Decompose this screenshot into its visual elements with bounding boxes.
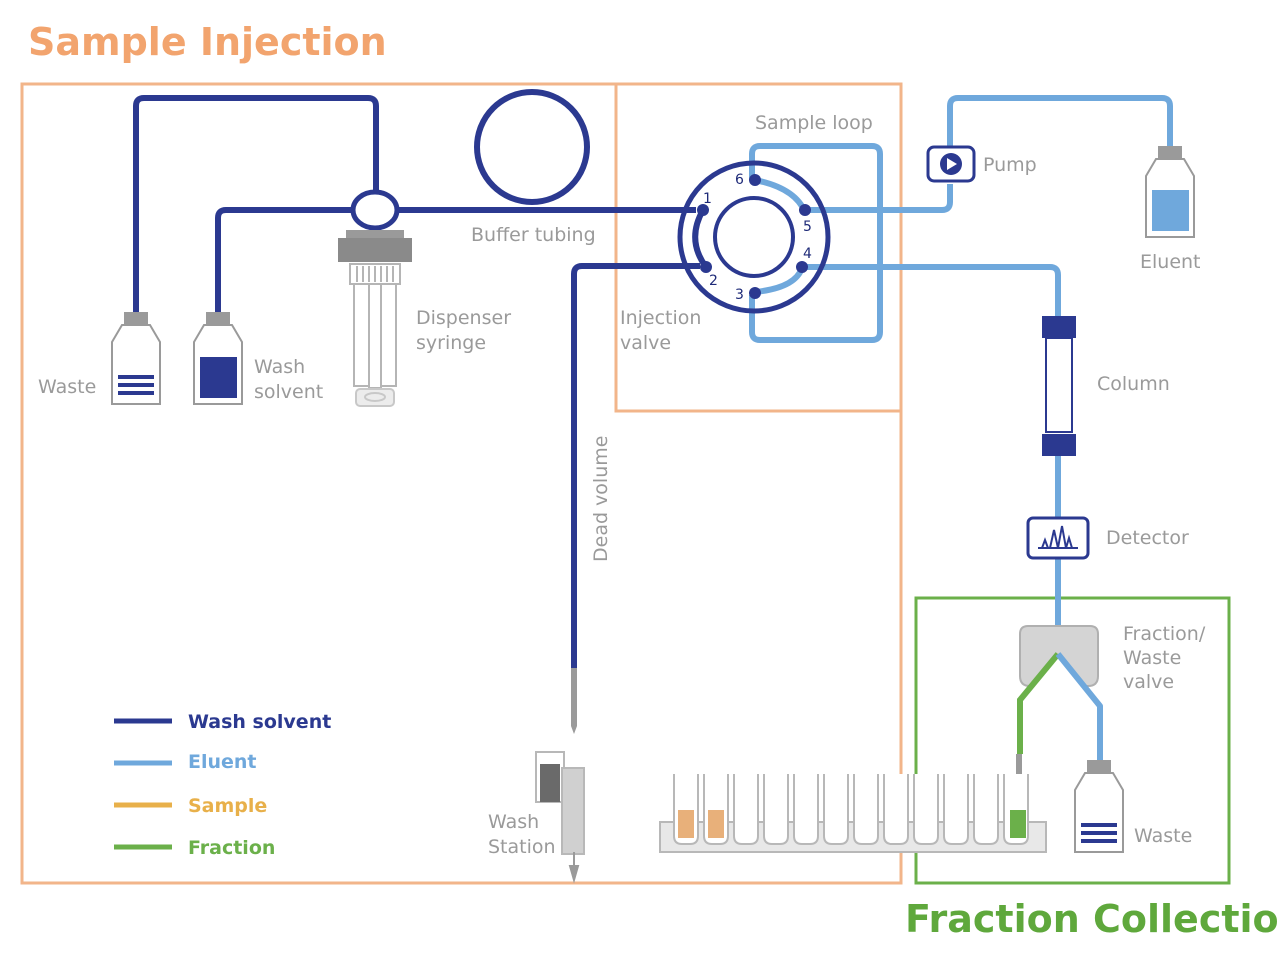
waste-tubing — [133, 95, 379, 312]
valve-channel-1-2 — [692, 208, 709, 269]
legend-label-eluent: Eluent — [188, 751, 257, 773]
column-label: Column — [1097, 373, 1170, 395]
legend: Wash solvent Eluent Sample Fraction — [114, 711, 331, 859]
fraction-waste-valve-label-2: Waste — [1123, 647, 1181, 669]
sample-loop-label: Sample loop — [755, 112, 873, 134]
buffer-tubing-coil — [474, 89, 590, 205]
waste-line-right — [1055, 652, 1103, 760]
injection-valve-box — [614, 82, 903, 413]
injection-valve-label-2: valve — [620, 332, 671, 354]
rack-tube — [733, 774, 759, 845]
sample-vial-1 — [678, 810, 694, 838]
dispenser-syringe-label-2: syringe — [416, 332, 486, 354]
dispenser-syringe — [338, 189, 412, 407]
detector-label: Detector — [1106, 527, 1189, 549]
legend-label-wash-solvent: Wash solvent — [188, 711, 331, 733]
rack-tube — [943, 774, 969, 845]
injection-valve-outer — [677, 160, 831, 314]
pump-label: Pump — [983, 154, 1037, 176]
pump-line — [806, 184, 953, 213]
valve-port-label-3: 3 — [735, 287, 744, 303]
valve-port-label-2: 2 — [709, 273, 718, 289]
rack-tube — [853, 774, 879, 845]
wash-station-label-1: Wash — [488, 811, 539, 833]
rack-tube — [913, 774, 939, 845]
valve-port-1 — [697, 204, 709, 216]
sample-injection-title: Sample Injection — [28, 20, 387, 64]
rack-tube — [973, 774, 999, 845]
waste-label-left: Waste — [38, 376, 96, 398]
sample-rack — [659, 774, 1047, 853]
buffer-tubing-label: Buffer tubing — [471, 224, 596, 246]
waste-bottle-right — [1074, 760, 1124, 853]
needle-tip — [571, 726, 577, 734]
wash-solvent-label-1: Wash — [254, 356, 305, 378]
sample-vial-2 — [708, 810, 724, 838]
wash-station — [535, 751, 585, 884]
dead-volume-tubing — [571, 263, 700, 668]
fraction-waste-valve-label-1: Fraction/ — [1123, 623, 1206, 645]
needle — [571, 668, 577, 726]
valve-port-4 — [796, 261, 808, 273]
fraction-waste-valve-label-3: valve — [1123, 671, 1174, 693]
fraction-line — [1017, 652, 1061, 754]
sample-injection-box — [20, 82, 903, 885]
fraction-waste-valve-cutout — [1028, 658, 1088, 688]
fraction-collection-title: Fraction Collection — [905, 897, 1280, 941]
pump — [926, 145, 976, 183]
fraction-vial — [1010, 810, 1026, 838]
rack-tube — [763, 774, 789, 845]
legend-label-sample: Sample — [188, 795, 267, 817]
legend-label-fraction: Fraction — [188, 837, 275, 859]
wash-solvent-label-2: solvent — [254, 381, 323, 403]
valve-port-3 — [749, 287, 761, 299]
valve-port-label-4: 4 — [803, 246, 812, 262]
rack-tube — [793, 774, 819, 845]
detector — [1026, 516, 1090, 560]
valve-port-label-5: 5 — [803, 219, 812, 235]
eluent-line — [947, 95, 1173, 147]
eluent-label: Eluent — [1140, 251, 1201, 273]
valve-port-2 — [700, 261, 712, 273]
valve-port-6 — [749, 174, 761, 186]
sample-loop-tubing — [749, 143, 883, 343]
injection-valve-inner — [713, 196, 795, 278]
dead-volume-label: Dead volume — [590, 436, 612, 562]
column — [1042, 316, 1076, 456]
waste-label-right: Waste — [1134, 825, 1192, 847]
wash-solvent-bottle — [193, 312, 243, 405]
valve-port-label-1: 1 — [703, 191, 712, 207]
valve-port-5 — [799, 204, 811, 216]
fraction-collection-box — [914, 596, 1231, 885]
wash-solvent-tubing — [215, 207, 352, 312]
rack-tube — [823, 774, 849, 845]
dispenser-syringe-label-1: Dispenser — [416, 307, 511, 329]
eluent-bottle — [1145, 146, 1195, 238]
valve-port-label-6: 6 — [735, 172, 744, 188]
rack-tube — [883, 774, 909, 845]
waste-bottle-left — [111, 312, 161, 405]
wash-station-label-2: Station — [488, 836, 556, 858]
column-line — [804, 264, 1061, 316]
injection-valve-label-1: Injection — [620, 307, 701, 329]
